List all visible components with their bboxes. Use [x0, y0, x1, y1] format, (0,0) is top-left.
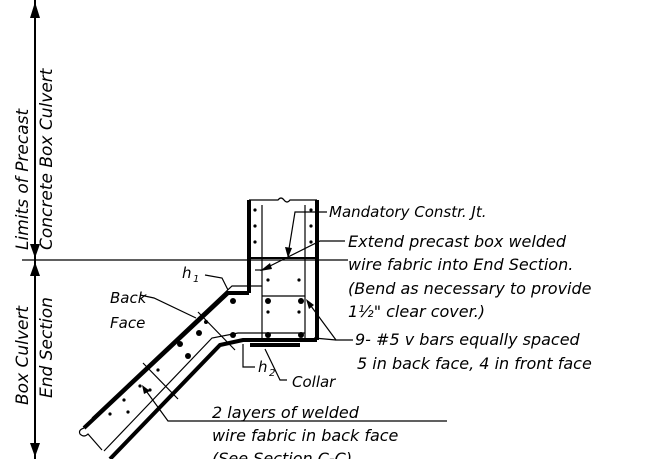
- leader-lines: [139, 211, 447, 422]
- end-section-label-line2: End Section: [37, 297, 57, 398]
- collar-label: Collar: [292, 373, 336, 391]
- limits-label-line2: Concrete Box Culvert: [37, 67, 57, 250]
- limits-label-line1: Limits of Precast: [13, 107, 33, 250]
- extend-label-1: Extend precast box welded: [348, 232, 567, 251]
- h1-subscript: 1: [193, 274, 199, 285]
- extend-label-2: wire fabric into End Section.: [348, 255, 573, 274]
- h2-subscript: 2: [269, 368, 275, 379]
- h1-label: h: [182, 264, 192, 282]
- end-section-wall: [78, 285, 317, 459]
- back-face-label-1: Back: [110, 289, 148, 307]
- precast-box-wall: [247, 197, 319, 340]
- h2-label: h: [258, 358, 268, 376]
- end-section-label-line1: Box Culvert: [13, 305, 33, 405]
- extend-label-4: 1½" clear cover.): [348, 302, 485, 321]
- bars-label-1: 9- #5 v bars equally spaced: [355, 330, 581, 349]
- layers-label-1: 2 layers of welded: [212, 403, 360, 422]
- mandatory-joint-label: Mandatory Constr. Jt.: [329, 203, 486, 221]
- limits-dimension-line: [22, 0, 348, 459]
- layers-label-3: (See Section C-C): [212, 449, 352, 459]
- back-face-label-2: Face: [110, 314, 145, 332]
- extend-label-3: (Bend as necessary to provide: [348, 279, 592, 298]
- bars-label-2: 5 in back face, 4 in front face: [357, 354, 592, 373]
- layers-label-2: wire fabric in back face: [212, 426, 399, 445]
